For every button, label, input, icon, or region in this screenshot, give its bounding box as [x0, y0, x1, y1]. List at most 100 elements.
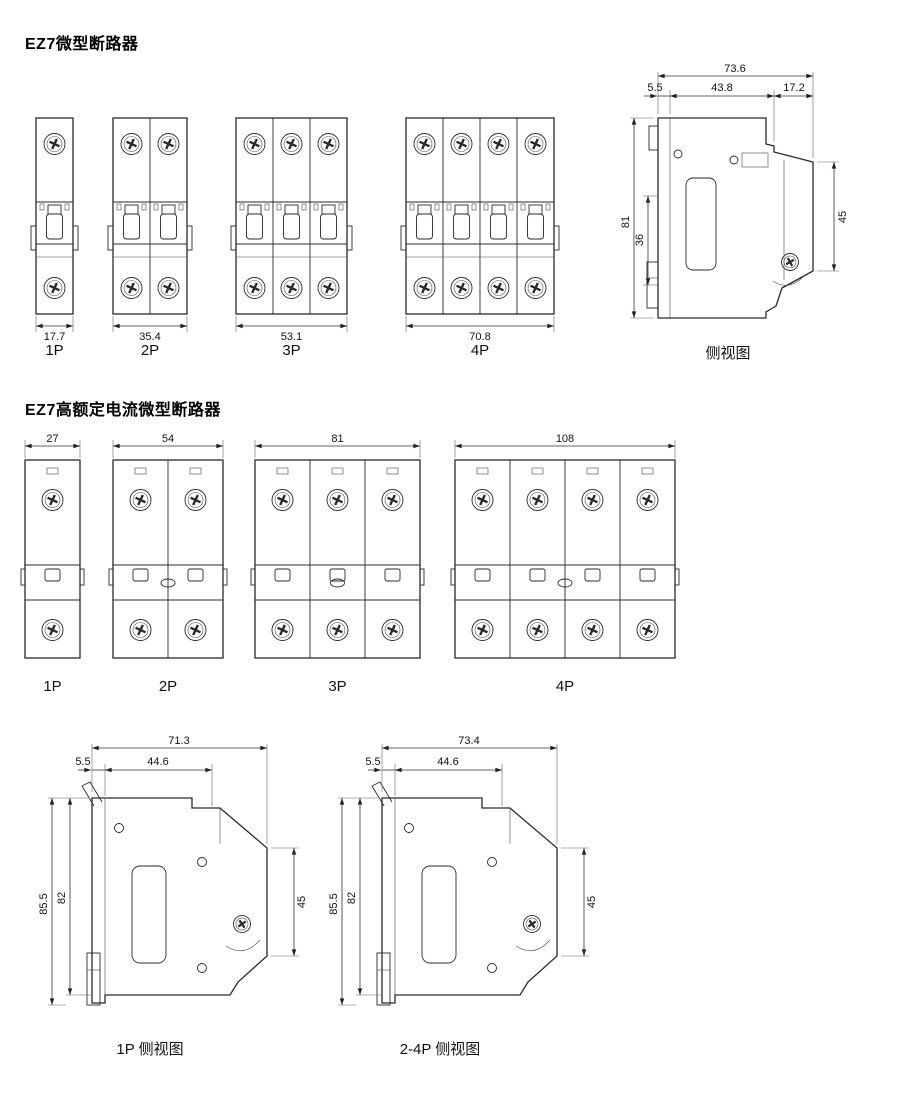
s1-front-view-2p: 35.4 [107, 117, 193, 343]
s1-front-view-4p: 70.8 [400, 117, 560, 343]
dim-width-text: 17.7 [44, 331, 65, 343]
rivet [673, 149, 683, 159]
pole [168, 460, 223, 658]
s1-label-1p: 1P [45, 342, 64, 359]
side-body [646, 117, 814, 319]
s1-label-4p: 4P [470, 342, 490, 359]
dim-flange: 5.5 [75, 756, 90, 768]
width-dimension: 70.8 [405, 316, 555, 343]
center-oval [160, 578, 176, 588]
s3-label-1p: 1P 侧视图 [116, 1041, 184, 1058]
pole [365, 460, 420, 658]
s2-front-view-1p: 27 [20, 433, 85, 659]
pole [113, 118, 150, 314]
breaker-body [250, 459, 425, 659]
breaker-body [400, 117, 560, 315]
s2-label-2p: 2P [158, 678, 178, 695]
dim-front-height: 45 [586, 896, 598, 908]
breaker-body [450, 459, 680, 659]
side-outline [657, 117, 814, 319]
s2-label-4p: 4P [555, 678, 575, 695]
dim-body-depth: 44.6 [437, 756, 458, 768]
width-dimension: 81 [254, 433, 421, 458]
s1-front-view-3p: 53.1 [230, 117, 353, 343]
dim-front-height: 45 [837, 211, 849, 223]
dim-rail-span: 36 [634, 234, 646, 246]
breaker-outline [35, 117, 74, 315]
dim-flange: 5.5 [365, 756, 380, 768]
width-dimension: 27 [24, 433, 81, 458]
dim-width-text: 81 [331, 433, 343, 445]
dim-total-width: 73.4 [458, 735, 479, 747]
breaker-body [108, 459, 228, 659]
pole [406, 118, 443, 314]
pole [480, 118, 517, 314]
pole [150, 118, 187, 314]
terminal-screw [777, 249, 803, 275]
s2-front-view-4p: 108 [450, 433, 680, 659]
s1-front-view-1p: 17.7 [30, 117, 79, 343]
breaker-body [107, 117, 193, 315]
center-oval [557, 578, 573, 588]
dim-width-text: 108 [556, 433, 574, 445]
width-dimension: 17.7 [35, 316, 74, 343]
breaker-body [30, 117, 79, 315]
dim-body-depth: 43.8 [711, 82, 732, 94]
pole [273, 118, 310, 314]
pole [113, 460, 168, 658]
pole [443, 118, 480, 314]
center-oval [330, 578, 345, 588]
rivet [729, 155, 739, 165]
s1-side-view: 73.6 5.5 43.8 17.2 81 36 45 [620, 63, 849, 319]
pole [255, 460, 310, 658]
pole [565, 460, 620, 658]
dim-outer-height: 85.5 [38, 893, 50, 914]
side-dimensions: 73.6 5.5 43.8 17.2 81 36 45 [620, 63, 849, 319]
pole [455, 460, 510, 658]
pole [25, 460, 80, 658]
dim-total-width: 71.3 [168, 735, 189, 747]
dim-width-text: 35.4 [139, 331, 160, 343]
s2-front-view-3p: 81 [250, 433, 425, 659]
dim-total-width: 73.6 [724, 63, 745, 75]
dim-front-height: 45 [296, 896, 308, 908]
breaker-body [230, 117, 353, 315]
din-clip-top [648, 125, 659, 151]
side-body [82, 782, 267, 1005]
width-dimension: 108 [454, 433, 676, 458]
side-dimensions: 71.3 5.5 44.6 85.5 82 45 [38, 735, 308, 1006]
pole [517, 118, 554, 314]
dim-front-depth: 17.2 [783, 82, 804, 94]
s2-label-3p: 3P [328, 678, 347, 695]
pole [510, 460, 565, 658]
dim-body-height: 82 [56, 892, 68, 904]
dim-flange: 5.5 [647, 82, 662, 94]
s1-label-3p: 3P [282, 342, 301, 359]
dim-width-text: 54 [162, 433, 174, 445]
width-dimension: 35.4 [112, 316, 188, 343]
width-dimension: 54 [112, 433, 224, 458]
s2-front-view-2p: 54 [108, 433, 228, 659]
s3-label-2-4p: 2-4P 侧视图 [399, 1041, 481, 1058]
s1-label-2p: 2P [140, 342, 160, 359]
dim-height: 81 [620, 216, 632, 228]
dim-width-text: 27 [46, 433, 58, 445]
section2-title: EZ7高额定电流微型断路器 [25, 402, 221, 419]
dim-body-height: 82 [346, 892, 358, 904]
side-body [372, 782, 557, 1005]
pole [36, 118, 73, 314]
pole [236, 118, 273, 314]
pole [620, 460, 675, 658]
label-window [685, 177, 717, 271]
s2-label-1p: 1P [43, 678, 62, 695]
side-dimensions: 73.4 5.5 44.6 85.5 82 45 [328, 735, 598, 1006]
width-dimension: 53.1 [235, 316, 348, 343]
s1-side-view-label: 侧视图 [705, 345, 751, 362]
dim-width-text: 53.1 [281, 331, 302, 343]
s3-side-view-2-4p: 73.4 5.5 44.6 85.5 82 45 [328, 735, 598, 1026]
dim-body-depth: 44.6 [147, 756, 168, 768]
dim-width-text: 70.8 [469, 331, 490, 343]
dim-outer-height: 85.5 [328, 893, 340, 914]
s3-side-view-1p: 71.3 5.5 44.6 85.5 82 45 [38, 735, 308, 1026]
pole [310, 460, 365, 658]
